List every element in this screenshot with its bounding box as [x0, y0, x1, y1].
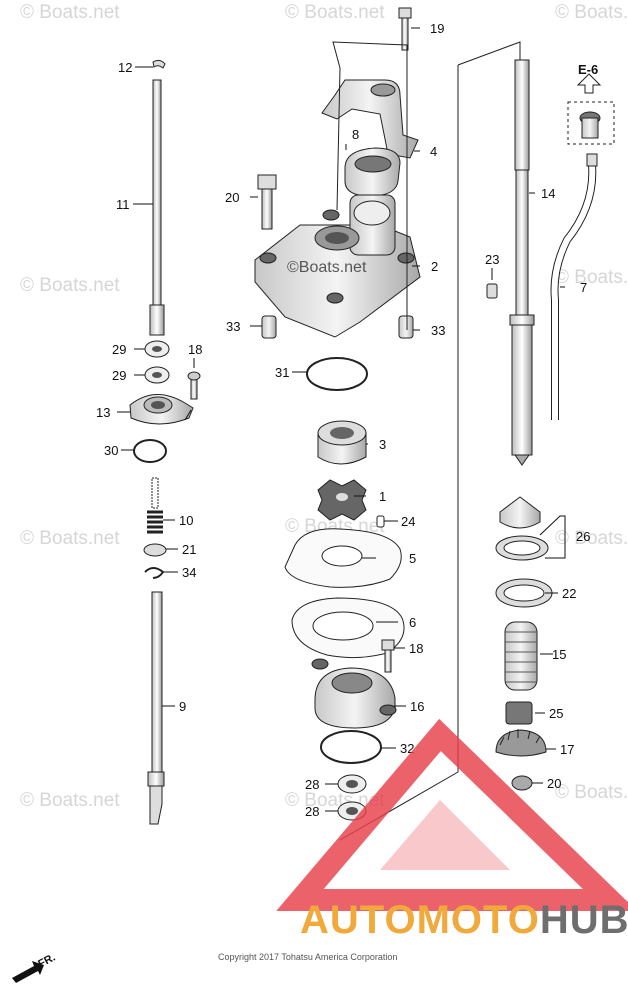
pump-case-2 [254, 194, 421, 338]
callout-label: 25 [549, 706, 563, 721]
washer-22 [143, 543, 167, 557]
callout-label: 18 [188, 342, 202, 357]
bracket-4 [321, 79, 419, 159]
callout-label: 29 [112, 342, 126, 357]
callout-labels: 12 11 29 29 13 30 18 10 21 34 9 19 4 8 2… [96, 21, 598, 819]
logo-part-hub: HUB [539, 898, 628, 942]
nut-21 [511, 775, 533, 791]
callout-label: 17 [560, 742, 574, 757]
callout-label: 32 [400, 741, 414, 756]
callout-label: 18 [409, 641, 423, 656]
shift-rod-lower [147, 591, 165, 825]
watermark: © Boats.net [555, 267, 628, 288]
leader-lines [117, 27, 566, 812]
key-24 [486, 283, 498, 299]
callout-label: 21 [182, 542, 196, 557]
callout-label: 10 [179, 513, 193, 528]
callout-label: 13 [96, 405, 110, 420]
sleeve-15 [504, 621, 538, 691]
callout-label: 28 [305, 777, 319, 792]
impeller-1 [317, 479, 367, 521]
o-ring-30 [133, 439, 167, 463]
water-tube-7 [550, 153, 598, 420]
dowel-33 [261, 315, 277, 339]
callout-label: 2 [431, 259, 438, 274]
watermark: © Boats.net [555, 528, 628, 549]
callout-label: 26 [576, 529, 590, 544]
ring-23-inner [503, 584, 545, 602]
callout-label: 3 [379, 437, 386, 452]
watermark: © Boats.net [20, 528, 120, 549]
pinion-gear-17 [495, 729, 547, 757]
bolt-18-center [381, 639, 395, 673]
automotohub-logo-icon [276, 718, 628, 911]
drive-shaft-14 [509, 59, 535, 466]
center-watermark: ©Boats.net [287, 259, 367, 276]
o-ring-32 [320, 730, 382, 764]
callout-label: 20 [547, 776, 561, 791]
callout-label: 23 [485, 252, 499, 267]
spring [147, 477, 163, 534]
callout-label: 12 [118, 60, 132, 75]
callout-label: 1 [379, 489, 386, 504]
e-clip [144, 567, 165, 579]
callout-label: 20 [225, 190, 239, 205]
bearing-27 [495, 496, 549, 561]
watermark: © Boats.net [20, 790, 120, 811]
automotohub-logo-text: AUTOMOTOHUB [300, 898, 628, 943]
watermark: © Boats.net [20, 2, 120, 23]
callout-label: 9 [179, 699, 186, 714]
key-25 [376, 515, 385, 528]
callout-label: 30 [104, 443, 118, 458]
dowel-33 [398, 315, 414, 339]
callout-label: 34 [182, 565, 196, 580]
bolt-19 [398, 7, 412, 51]
watermark: © Boats.net [285, 2, 385, 23]
shift-rod-upper [149, 59, 166, 336]
watermark: © Boats.net [555, 2, 628, 23]
callout-label: 6 [409, 615, 416, 630]
callout-label: 15 [552, 647, 566, 662]
needle-bearing-26 [505, 701, 533, 725]
o-ring-31 [306, 357, 368, 391]
callout-label: 4 [430, 144, 437, 159]
callout-label: 11 [116, 197, 130, 212]
callout-label: 33 [226, 319, 240, 334]
impeller-housing-3 [317, 420, 367, 465]
e6-reference-box [567, 73, 615, 145]
callout-label: 8 [352, 127, 359, 142]
callout-label: 33 [431, 323, 445, 338]
callout-label: 19 [430, 21, 444, 36]
callout-label: 5 [409, 551, 416, 566]
shift-rod-housing [129, 371, 201, 425]
callout-label: 22 [562, 586, 576, 601]
callout-label: 31 [275, 365, 289, 380]
callout-label: 14 [541, 186, 555, 201]
watermark: © Boats.net [555, 782, 628, 803]
gasket-5 [284, 528, 402, 588]
copyright-text: Copyright 2017 Tohatsu America Corporati… [218, 952, 398, 962]
callout-label: 28 [305, 804, 319, 819]
callout-label: 24 [401, 514, 415, 529]
callout-label: 16 [410, 699, 424, 714]
section-reference: E-6 [578, 62, 598, 77]
logo-part-auto: AUTOMOTO [300, 898, 540, 942]
plate-6 [291, 597, 405, 659]
watermark: © Boats.net [20, 275, 120, 296]
callout-label: 7 [580, 280, 587, 295]
pump-base-16 [311, 658, 397, 729]
grommet-8 [344, 147, 401, 197]
bolt-20 [257, 174, 277, 230]
callout-label: 29 [112, 368, 126, 383]
forward-direction-arrow-icon [12, 961, 44, 983]
bearing-pair [144, 340, 170, 384]
